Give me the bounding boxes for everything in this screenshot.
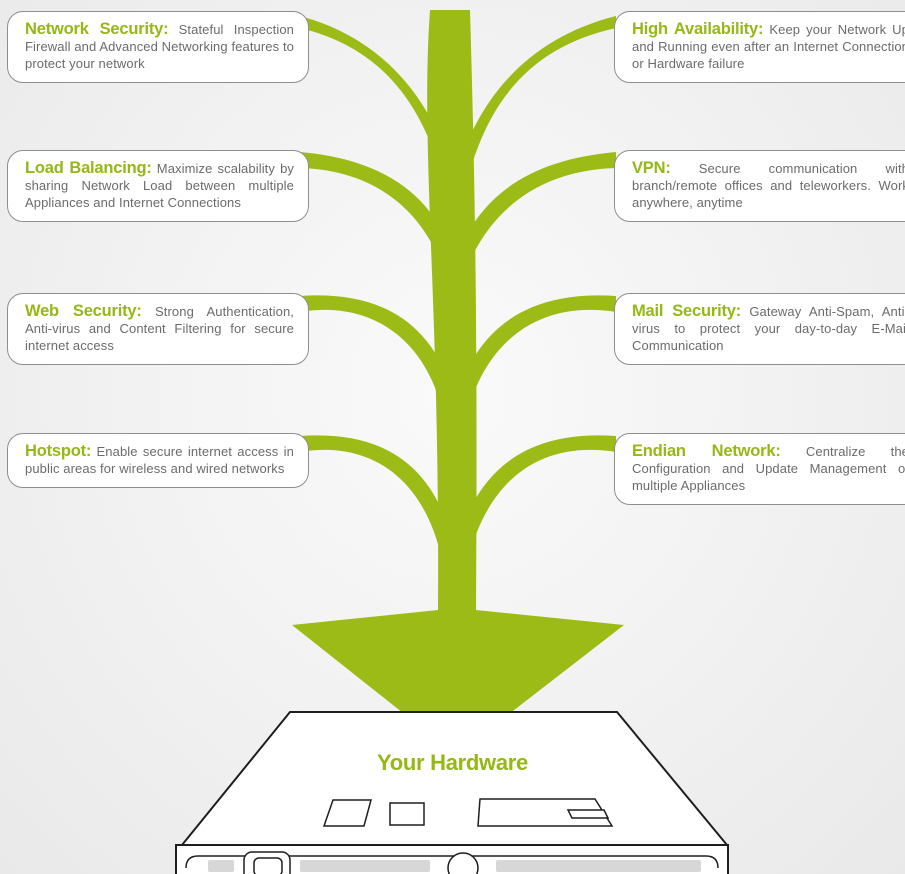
feature-text: Gateway Anti-Spam, Anti-virus to protect…	[632, 304, 905, 353]
branch-hotspot	[300, 435, 458, 562]
arrow-trunk	[292, 10, 624, 755]
feature-title: VPN:	[632, 159, 671, 177]
feature-title: High Availability:	[632, 20, 764, 38]
branch-high-availability	[452, 16, 616, 190]
feature-box-web-security: Web Security: Strong Authentication, Ant…	[7, 293, 309, 365]
feature-title: Load Balancing:	[25, 159, 152, 177]
feature-text: Keep your Network Up and Running even af…	[632, 22, 905, 71]
branch-mail-security	[452, 295, 616, 412]
feature-title: Hotspot:	[25, 442, 92, 460]
feature-title: Web Security:	[25, 302, 142, 320]
feature-text: Stateful Inspection Firewall and Advance…	[25, 22, 295, 71]
branch-load-balancing	[300, 152, 458, 272]
feature-text: Centralize the Configuration and Update …	[632, 444, 905, 493]
feature-text: Maximize scalability by sharing Network …	[25, 161, 294, 210]
branch-endian-network	[452, 435, 616, 562]
feature-text: Secure communication with branch/remote …	[632, 161, 905, 210]
feature-text: Enable secure internet access in public …	[25, 444, 294, 476]
feature-box-hotspot: Hotspot: Enable secure internet access i…	[7, 433, 309, 488]
hardware-label: Your Hardware	[377, 750, 528, 775]
feature-box-high-availability: High Availability: Keep your Network Up …	[614, 11, 905, 83]
feature-text: Strong Authentication, Anti-virus and Co…	[25, 304, 294, 353]
feature-box-endian-network: Endian Network: Centralize the Configura…	[614, 433, 905, 505]
feature-box-mail-security: Mail Security: Gateway Anti-Spam, Anti-v…	[614, 293, 905, 365]
branch-web-security	[300, 295, 458, 412]
feature-box-network-security: Network Security: Stateful Inspection Fi…	[7, 11, 309, 83]
feature-box-load-balancing: Load Balancing: Maximize scalability by …	[7, 150, 309, 222]
feature-title: Mail Security:	[632, 302, 742, 320]
branch-vpn	[452, 152, 616, 272]
feature-box-vpn: VPN: Secure communication with branch/re…	[614, 150, 905, 222]
feature-title: Network Security:	[25, 20, 169, 38]
feature-title: Endian Network:	[632, 442, 781, 460]
